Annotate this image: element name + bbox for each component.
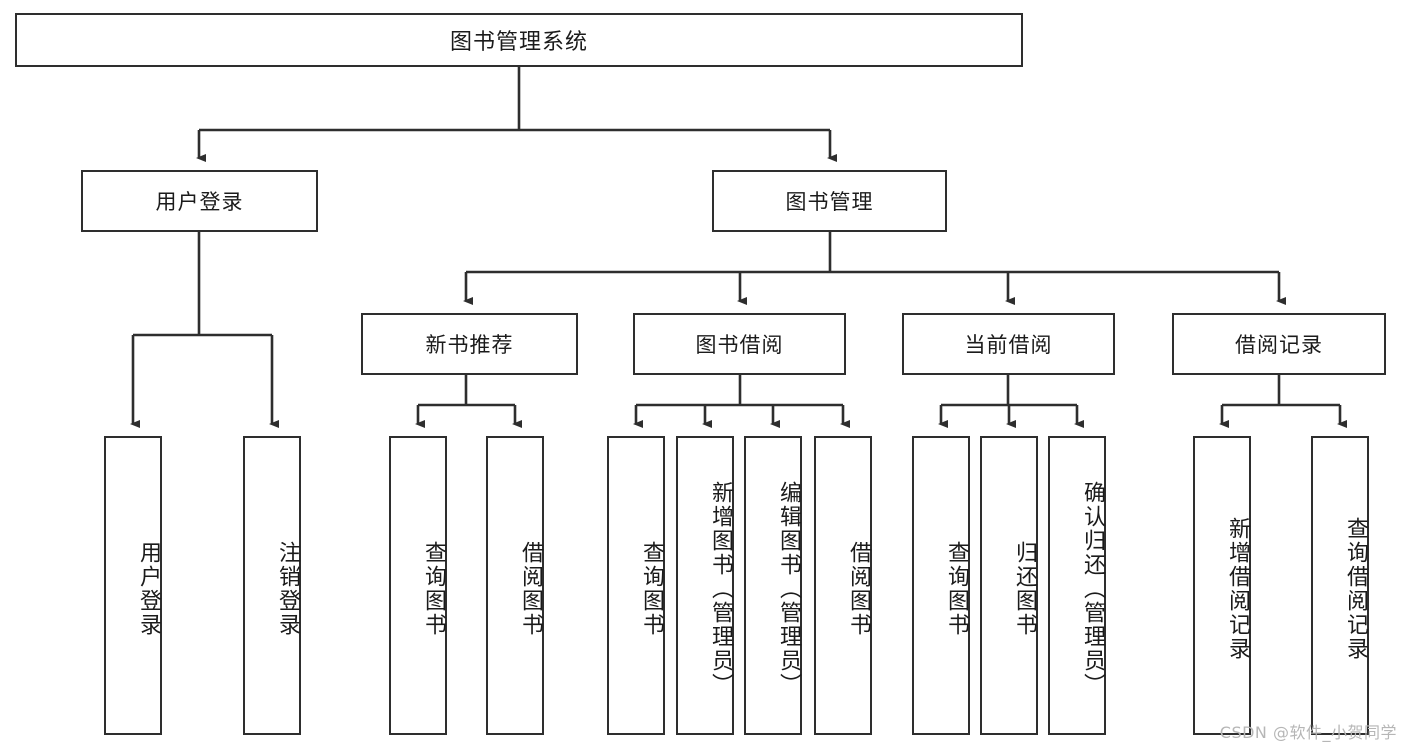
node-label: 图书管理系统 — [449, 30, 588, 55]
leaf-borrow-record-add[interactable]: 新增借阅记录 — [1193, 436, 1251, 735]
leaf-user-login-login[interactable]: 用户登录 — [104, 436, 162, 735]
watermark: CSDN @软件_小贺同学 — [1219, 723, 1397, 742]
node-label: 新书推荐 — [425, 333, 514, 357]
node-book-borrow[interactable]: 图书借阅 — [633, 313, 846, 375]
node-label: 查询借阅记录 — [1343, 516, 1368, 661]
node-new-book-recommend[interactable]: 新书推荐 — [361, 313, 578, 375]
node-label: 归还图书 — [1012, 540, 1037, 637]
node-label: 注销登录 — [275, 540, 300, 637]
node-label: 新增借阅记录 — [1225, 516, 1250, 661]
node-label: 查询图书 — [639, 540, 664, 637]
node-user-login[interactable]: 用户登录 — [81, 170, 318, 232]
node-book-management[interactable]: 图书管理 — [712, 170, 947, 232]
leaf-current-borrow-query[interactable]: 查询图书 — [912, 436, 970, 735]
node-label: 编辑图书（管理员） — [776, 480, 801, 697]
leaf-current-borrow-confirm-return[interactable]: 确认归还（管理员） — [1048, 436, 1106, 735]
node-label: 图书借阅 — [695, 333, 784, 357]
node-label: 借阅记录 — [1235, 333, 1323, 357]
leaf-borrow-record-query[interactable]: 查询借阅记录 — [1311, 436, 1369, 735]
leaf-book-borrow-edit[interactable]: 编辑图书（管理员） — [744, 436, 802, 735]
node-root-system[interactable]: 图书管理系统 — [15, 13, 1023, 67]
node-current-borrow[interactable]: 当前借阅 — [902, 313, 1115, 375]
node-label: 新增图书（管理员） — [708, 480, 733, 697]
node-label: 确认归还（管理员） — [1080, 480, 1105, 697]
node-label: 图书管理 — [785, 190, 874, 214]
node-label: 用户登录 — [155, 190, 244, 214]
leaf-user-login-logout[interactable]: 注销登录 — [243, 436, 301, 735]
leaf-new-book-query[interactable]: 查询图书 — [389, 436, 447, 735]
node-label: 查询图书 — [421, 540, 446, 637]
leaf-new-book-borrow[interactable]: 借阅图书 — [486, 436, 544, 735]
node-label: 借阅图书 — [846, 540, 871, 637]
leaf-book-borrow-query[interactable]: 查询图书 — [607, 436, 665, 735]
leaf-book-borrow-add[interactable]: 新增图书（管理员） — [676, 436, 734, 735]
leaf-book-borrow-borrow[interactable]: 借阅图书 — [814, 436, 872, 735]
node-label: 当前借阅 — [964, 333, 1053, 357]
node-label: 查询图书 — [944, 540, 969, 637]
node-label: 用户登录 — [136, 540, 161, 637]
node-borrow-record[interactable]: 借阅记录 — [1172, 313, 1386, 375]
node-label: 借阅图书 — [518, 540, 543, 637]
leaf-current-borrow-return[interactable]: 归还图书 — [980, 436, 1038, 735]
